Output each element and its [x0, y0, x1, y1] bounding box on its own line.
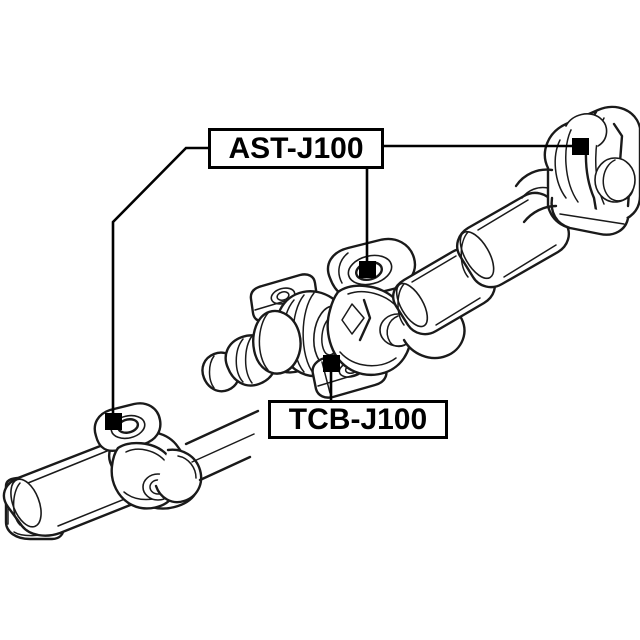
callout-label-tcb: TCB-J100 — [288, 402, 428, 436]
front-shaft-assembly — [2, 402, 260, 541]
callout-leaders — [105, 138, 589, 430]
leader-ast-left — [111, 146, 208, 418]
rear-shaft-assembly — [392, 105, 640, 336]
leader-endpoint-front-ujoint — [105, 413, 122, 430]
rear-shaft-tube-b — [456, 191, 570, 289]
front-joint-output-shaft — [184, 409, 260, 482]
leader-endpoint-center-ujoint — [359, 261, 376, 278]
front-universal-joint — [93, 402, 203, 510]
flange-yoke-neck — [514, 168, 558, 224]
leader-endpoint-center-bearing — [323, 355, 340, 372]
callout-label-ast: AST-J100 — [228, 131, 364, 165]
callout-box-tcb: TCB-J100 — [268, 400, 448, 439]
leader-endpoint-flange-yoke — [572, 138, 589, 155]
flange-yoke — [543, 105, 640, 236]
callout-box-ast: AST-J100 — [208, 128, 384, 169]
